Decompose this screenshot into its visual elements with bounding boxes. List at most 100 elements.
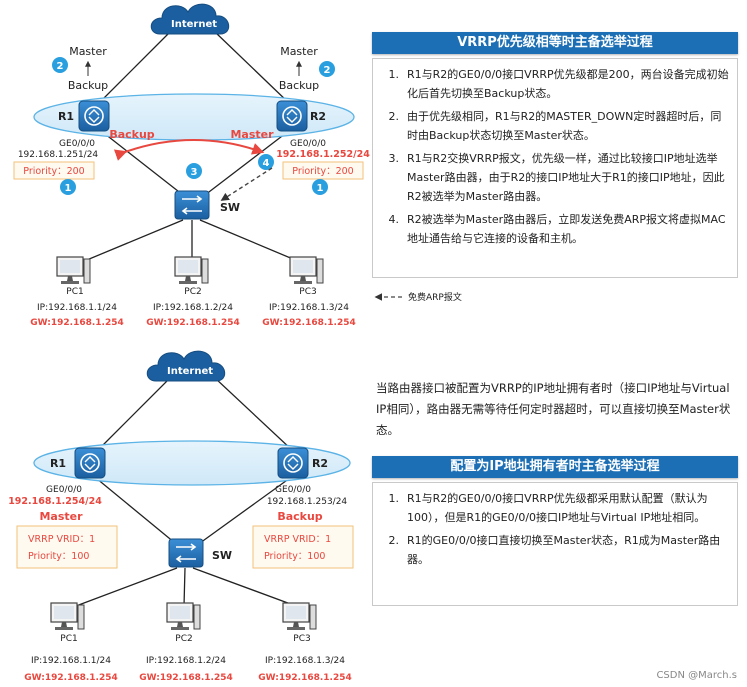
panel1-item: 1.R1与R2的GE0/0/0接口VRRP优先级都是200，两台设备完成初始化后… [388, 68, 729, 100]
r2-priority: Priority：200 [292, 166, 353, 177]
panel2-title: 配置为IP地址拥有者时主备选举过程 [372, 456, 738, 478]
b-link-internet-r2 [214, 377, 293, 451]
b-r2-vrid: VRRP VRID：1 [264, 534, 331, 545]
panel1-item: 2.由于优先级相同，R1与R2的MASTER_DOWN定时器超时后，同时由Bac… [388, 110, 722, 142]
pc3-gw: GW:192.168.1.254 [262, 318, 356, 328]
r2-iface: GE0/0/0 [290, 139, 326, 149]
link-internet-r2 [214, 31, 291, 105]
link-sw-pc3 [199, 219, 301, 263]
internet-label: Internet [171, 19, 217, 30]
b-link-sw-pc2 [183, 567, 186, 607]
r1-iface: GE0/0/0 [59, 139, 95, 149]
pc1-ip: IP:192.168.1.1/24 [37, 303, 117, 313]
pc1-gw: GW:192.168.1.254 [30, 318, 124, 328]
b-switch-sw-label: SW [212, 549, 232, 562]
svg-text:2: 2 [324, 65, 331, 76]
vrrp-exchange-arc [113, 139, 265, 161]
b-pc3-icon [282, 602, 317, 631]
r2-arc-label: Master [230, 128, 274, 141]
switch-sw-icon [174, 190, 210, 220]
pc2-ip: IP:192.168.1.2/24 [153, 303, 233, 313]
b-router-r1-label: R1 [50, 457, 66, 470]
r1-state-bottom: Backup [68, 79, 108, 92]
b-r2-priority: Priority：100 [264, 551, 325, 562]
b-switch-sw-icon [168, 538, 204, 568]
b-pc2-icon [166, 602, 201, 631]
r2-priority-box [282, 161, 364, 180]
b-router-r2-icon [277, 447, 309, 479]
b-pc1-ip: IP:192.168.1.1/24 [31, 656, 111, 666]
pc3-icon [289, 256, 324, 285]
link-sw-pc1 [81, 219, 184, 263]
pc2-name: PC2 [184, 287, 201, 297]
router-r1-label: R1 [58, 110, 74, 123]
pc3-name: PC3 [299, 287, 316, 297]
b-pc3-name: PC3 [293, 634, 310, 644]
b-pc2-name: PC2 [175, 634, 192, 644]
panel1-item: 3.R1与R2交换VRRP报文，优先级一样，通过比较接口IP地址选举Master… [388, 152, 725, 203]
router-r2-icon [276, 100, 308, 132]
step-2-left: 2 [52, 57, 68, 73]
router-r1-icon [78, 100, 110, 132]
b-r1-priority: Priority：100 [28, 551, 89, 562]
b-link-sw-pc3 [192, 567, 297, 607]
step-3: 3 [186, 163, 202, 179]
b-link-sw-pc1 [75, 567, 178, 607]
step-1-right: 1 [312, 179, 328, 195]
legend-arp-label: 免费ARP报文 [408, 291, 462, 303]
svg-text:2: 2 [57, 61, 64, 72]
step-4: 4 [258, 154, 274, 170]
r1-priority: Priority：200 [23, 166, 84, 177]
bottom-diagram: Internet R1 R2 GE0/0/0 192.168.1.254/24 … [8, 350, 354, 683]
r1-state-top: Master [69, 45, 107, 58]
b-pc2-ip: IP:192.168.1.2/24 [146, 656, 226, 666]
panel2-item: 2.R1的GE0/0/0接口直接切换至Master状态，R1成为Master路由… [388, 534, 721, 566]
b-r1-iface: GE0/0/0 [46, 485, 82, 495]
switch-sw-label: SW [220, 201, 240, 214]
b-r1-state: Master [39, 510, 83, 523]
b-pc3-gw: GW:192.168.1.254 [258, 673, 352, 683]
step-2-right: 2 [319, 61, 335, 77]
b-router-r1-icon [74, 447, 106, 479]
b-pc2-gw: GW:192.168.1.254 [139, 673, 233, 683]
link-internet-r1 [97, 31, 171, 105]
b-pc1-icon [50, 602, 85, 631]
b-pc1-gw: GW:192.168.1.254 [24, 673, 118, 683]
panel2-item: 1.R1与R2的GE0/0/0接口VRRP优先级都采用默认配置（默认为100），… [388, 492, 708, 524]
panel1-box: 1.R1与R2的GE0/0/0接口VRRP优先级都是200，两台设备完成初始化后… [372, 58, 738, 278]
b-link-r1-sw [95, 477, 176, 544]
top-diagram: Internet Master Backup Master Backup 2 2… [13, 3, 462, 328]
svg-text:1: 1 [317, 183, 324, 194]
b-link-internet-r1 [97, 377, 171, 451]
b-internet-label: Internet [167, 366, 213, 377]
pc1-name: PC1 [66, 287, 83, 297]
router-r2-label: R2 [310, 110, 326, 123]
b-r2-vrrp-box [252, 525, 354, 569]
link-r1-sw [99, 129, 184, 196]
panel2-list: 1.R1与R2的GE0/0/0接口VRRP优先级都采用默认配置（默认为100），… [373, 489, 737, 569]
b-r2-ip: 192.168.1.253/24 [267, 497, 348, 507]
pc2-gw: GW:192.168.1.254 [146, 318, 240, 328]
b-r1-ip: 192.168.1.254/24 [8, 496, 102, 507]
b-r2-iface: GE0/0/0 [275, 485, 311, 495]
b-r2-state: Backup [277, 510, 322, 523]
pc1-icon [56, 256, 91, 285]
b-r1-vrrp-box [16, 525, 118, 569]
panel1-list: 1.R1与R2的GE0/0/0接口VRRP优先级都是200，两台设备完成初始化后… [373, 65, 737, 248]
b-link-r2-sw [199, 477, 291, 544]
svg-text:1: 1 [65, 183, 72, 194]
link-r2-sw [204, 129, 291, 196]
b-r1-vrid: VRRP VRID：1 [28, 534, 95, 545]
r2-state-bottom: Backup [279, 79, 319, 92]
r1-priority-box [13, 161, 95, 180]
r2-state-top: Master [280, 45, 318, 58]
pc3-ip: IP:192.168.1.3/24 [269, 303, 349, 313]
r1-arc-label: Backup [109, 128, 154, 141]
panel1-item: 4.R2被选举为Master路由器后，立即发送免费ARP报文将虚拟MAC地址通告… [388, 213, 726, 245]
r2-ip: 192.168.1.252/24 [276, 149, 370, 160]
b-router-r2-label: R2 [312, 457, 328, 470]
pc2-icon [174, 256, 209, 285]
svg-text:4: 4 [263, 158, 270, 169]
panel1-title: VRRP优先级相等时主备选举过程 [372, 32, 738, 54]
